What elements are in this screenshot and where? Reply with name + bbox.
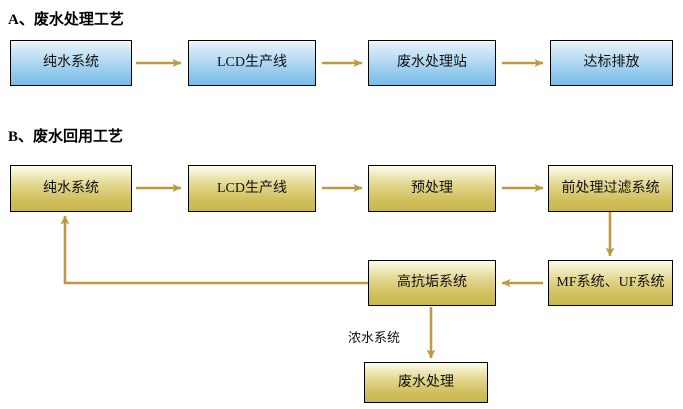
node-pretreatment-filtration-system[interactable]: 前处理过滤系统: [548, 165, 673, 212]
node-label: 预处理: [411, 180, 453, 196]
section-a-title: A、废水处理工艺: [8, 12, 124, 28]
node-label: 高抗垢系统: [397, 275, 467, 290]
node-label: 废水处理站: [397, 55, 467, 70]
node-label: MF系统、UF系统: [556, 275, 665, 290]
node-pure-water-system-a[interactable]: 纯水系统: [10, 40, 132, 86]
node-pure-water-system-b[interactable]: 纯水系统: [10, 165, 132, 212]
node-label: 纯水系统: [43, 180, 99, 196]
node-label: LCD生产线: [217, 180, 287, 196]
node-lcd-production-line-b[interactable]: LCD生产线: [188, 165, 316, 212]
node-label: 前处理过滤系统: [561, 180, 660, 196]
node-wastewater-treatment[interactable]: 废水处理: [364, 362, 488, 403]
node-label: LCD生产线: [217, 55, 287, 70]
section-b-title: B、废水回用工艺: [8, 129, 124, 145]
node-compliant-discharge[interactable]: 达标排放: [550, 40, 673, 86]
edge-label-concentrate-water-system: 浓水系统: [348, 330, 401, 345]
node-pretreatment[interactable]: 预处理: [368, 165, 496, 212]
arrow-b6-b1-return: [60, 215, 368, 285]
node-high-antiscaling-system[interactable]: 高抗垢系统: [368, 260, 496, 306]
node-label: 纯水系统: [43, 55, 99, 70]
node-label: 达标排放: [583, 55, 640, 70]
node-lcd-production-line-a[interactable]: LCD生产线: [188, 40, 316, 86]
node-wastewater-treatment-station[interactable]: 废水处理站: [368, 40, 496, 86]
node-mf-uf-system[interactable]: MF系统、UF系统: [548, 260, 673, 306]
node-label: 废水处理: [398, 374, 454, 390]
